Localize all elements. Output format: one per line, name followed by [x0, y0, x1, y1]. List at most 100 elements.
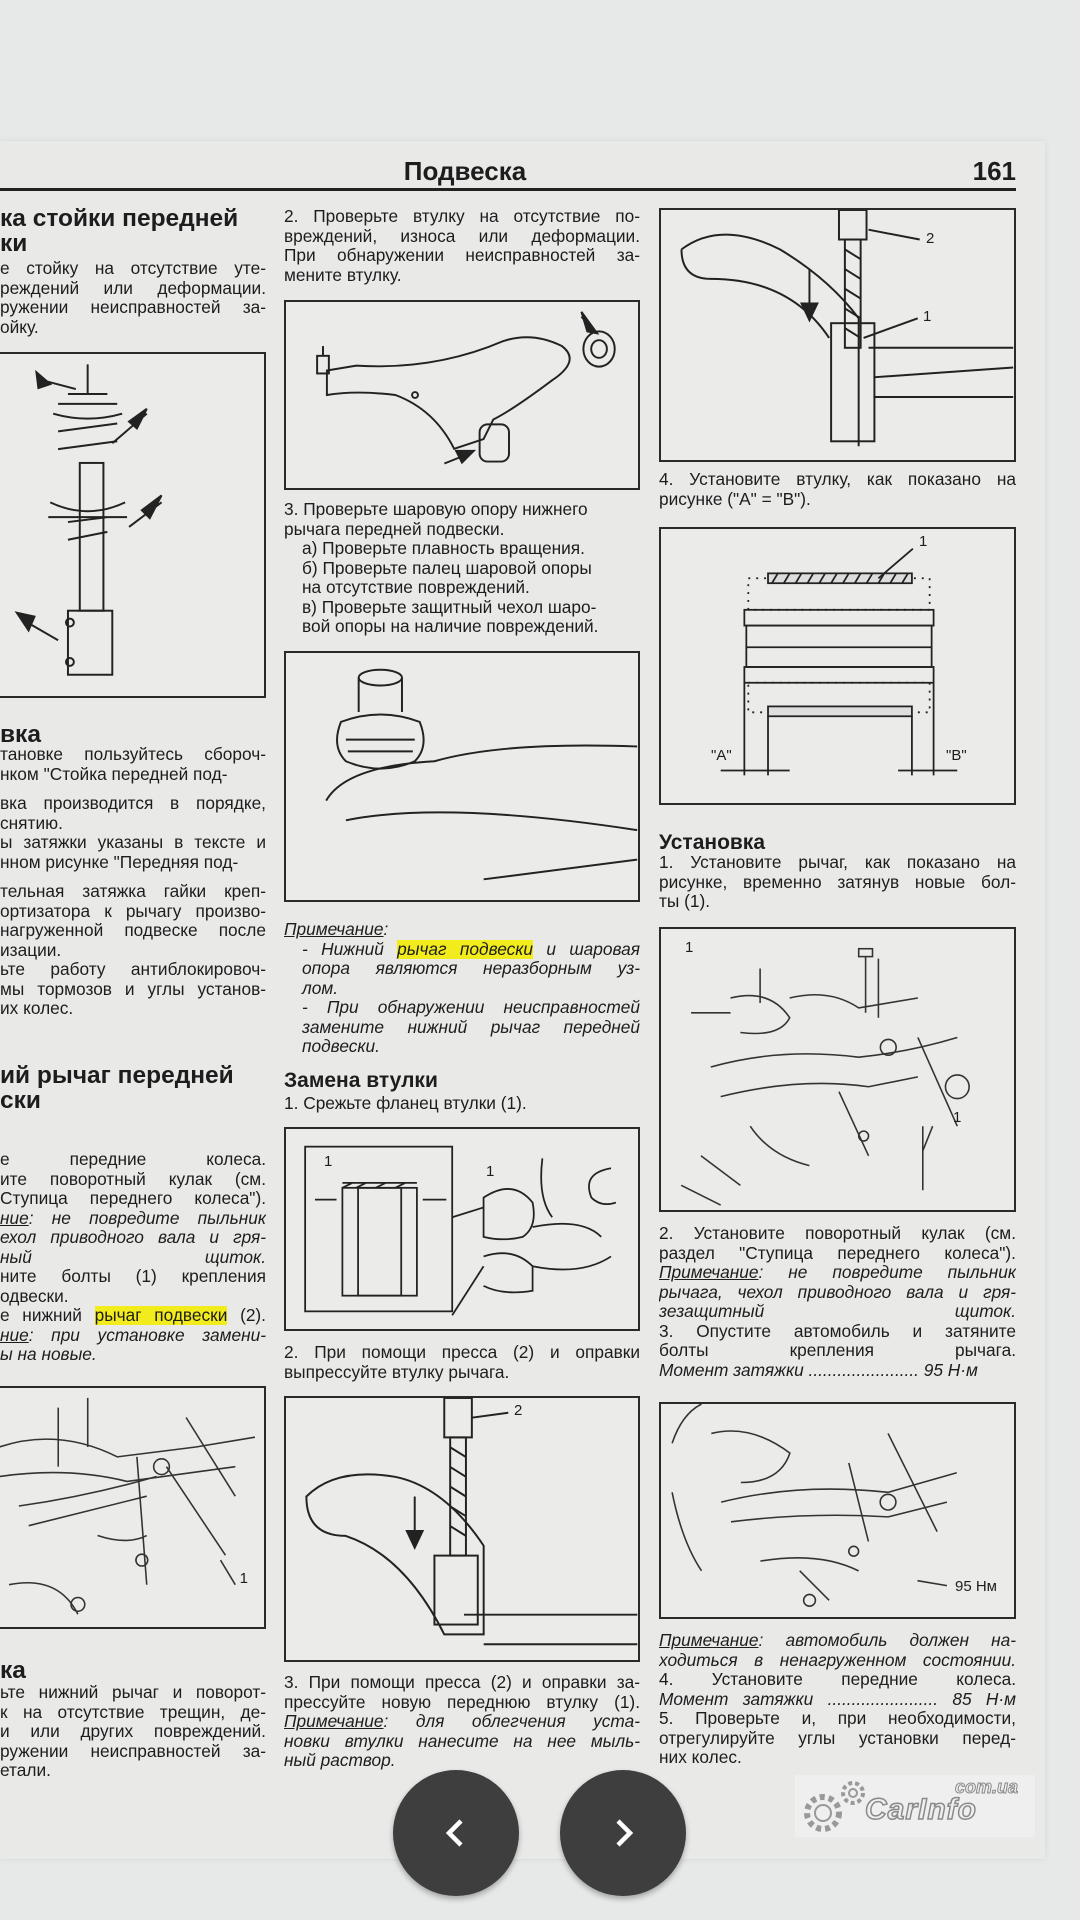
text-span: е нижний — [0, 1306, 95, 1325]
text-line: в) Проверьте защитный чехол шаро- — [284, 598, 640, 618]
text-line: ный щиток. — [0, 1248, 266, 1268]
logo-domain: com.ua — [954, 1777, 1019, 1798]
chevron-right-icon — [616, 1819, 634, 1847]
text-line: ты (1). — [659, 892, 711, 911]
text-span: Момент затяжки ....................... 8… — [659, 1689, 1016, 1709]
text-line: - При обнаружении неисправностей — [284, 998, 640, 1018]
text-line: мените втулку. — [284, 265, 402, 285]
text-line: 3. Проверьте шаровую опору нижнего — [284, 500, 588, 519]
previous-page-button[interactable] — [393, 1770, 519, 1896]
paragraph-step-2: 2. Проверьте втулку на отсутствие по-вре… — [284, 207, 640, 285]
highlighted-text: рычаг подвески — [94, 1306, 228, 1325]
text-line: ьте нижний рычаг и поворот- — [0, 1683, 266, 1702]
text-span: : не повредите пыльник — [28, 1208, 266, 1228]
text-span: ный раствор. — [284, 1751, 396, 1770]
text-span: новки втулки нанесите на нее мыль- — [284, 1731, 640, 1751]
text-line: раздел "Ступица переднего колеса"). — [659, 1243, 1016, 1263]
text-line: нком "Стойка передней под- — [0, 764, 228, 784]
text-line: снятию. — [0, 813, 63, 833]
text-line: ьте работу антиблокировоч- — [0, 960, 266, 979]
next-page-button[interactable] — [560, 1770, 686, 1896]
text-line: ы затяжки указаны в тексте и — [0, 833, 266, 852]
text-line: ние: при установке замени- — [0, 1326, 266, 1346]
text-line: 2. Проверьте втулку на отсутствие по- — [284, 207, 640, 226]
text-span: и шаровая — [533, 939, 640, 959]
text-span: : при установке замени- — [28, 1325, 266, 1345]
text-span: - При обнаружении неисправностей — [302, 998, 640, 1017]
text-line: ы на новые. — [0, 1345, 266, 1365]
text-line: ортизатора к рычагу произво- — [0, 901, 266, 921]
text-line: рычага передней подвески. — [284, 519, 505, 539]
highlighted-text: рычаг подвески — [397, 939, 534, 959]
page-number: 161 — [972, 156, 1016, 186]
text-span: (2). — [227, 1306, 266, 1325]
text-line: подвески. — [284, 1037, 640, 1057]
text-line: болты крепления рычага. — [659, 1341, 1016, 1360]
text-line: ий рычаг передней — [0, 1063, 234, 1088]
text-span: : — [383, 920, 389, 939]
text-line: ный раствор. — [284, 1751, 640, 1771]
text-line: замените нижний рычаг передней — [284, 1018, 640, 1038]
callout-label: 1 — [923, 308, 932, 325]
text-line: Момент затяжки ....................... 9… — [659, 1361, 1016, 1381]
text-line: новки втулки нанесите на нее мыль- — [284, 1732, 640, 1752]
text-line: нагруженной подвеске после — [0, 921, 266, 940]
text-line: е нижний рычаг подвески (2). — [0, 1306, 266, 1326]
callout-label: 1 — [685, 939, 694, 956]
text-line: ружении неисправностей за- — [0, 1741, 266, 1761]
note: Примечание:- Нижний рычаг подвески и шар… — [284, 920, 640, 1057]
text-line: рисунке ("A" = "B"). — [659, 489, 811, 509]
text-line: ние: не повредите пыльник — [0, 1209, 266, 1229]
paragraph-step-3: 3. При помощи пресса (2) и оправки за-пр… — [284, 1673, 640, 1771]
text-span: а) Проверьте плавность вращения. — [302, 539, 585, 558]
callout-label: 2 — [514, 1402, 523, 1419]
text-line: 3. При помощи пресса (2) и оправки за- — [284, 1673, 640, 1692]
figure-press-in: 2 1 — [659, 208, 1016, 462]
text-span: ехол приводного вала и гря- — [0, 1228, 266, 1247]
dimension-label-b: "B" — [946, 747, 967, 764]
text-line: изации. — [0, 940, 62, 960]
text-line: Примечание: для облегчения уста- — [284, 1712, 640, 1732]
text-span: ходиться в ненагруженном состоянии. — [659, 1650, 1016, 1670]
text-line: а) Проверьте плавность вращения. — [284, 539, 640, 559]
logo-brand: CarInfo — [864, 1792, 977, 1827]
text-line: ите поворотный кулак (см. — [0, 1169, 266, 1189]
text-line: 4. Установите передние колеса. — [659, 1670, 1016, 1689]
text-line: и или других повреждений. — [0, 1722, 266, 1741]
heading-check: ка — [0, 1658, 266, 1683]
text-span: : для облегчения уста- — [383, 1712, 640, 1731]
text-span: вой опоры на наличие повреждений. — [302, 617, 599, 636]
text-span: на отсутствие повреждений. — [302, 578, 530, 597]
torque-label: 95 Нм — [955, 1578, 997, 1595]
text-line: лом. — [284, 979, 640, 999]
callout-label: 1 — [324, 1153, 333, 1170]
text-span: рычага, чехол приводного вала и гря- — [659, 1282, 1016, 1302]
paragraph: тановке пользуйтесь сбороч-нком "Стойка … — [0, 745, 266, 1019]
text-line: ка — [0, 1658, 26, 1683]
text-line: ски — [0, 1088, 41, 1113]
text-span: Примечание — [659, 1631, 759, 1650]
paragraph-steps-4-5: Примечание: автомобиль должен на-ходитьс… — [659, 1631, 1016, 1768]
callout-label: 2 — [926, 230, 935, 247]
line-gap — [0, 784, 266, 794]
text-line: зезащитный щиток. — [659, 1302, 1016, 1322]
text-line: ойку. — [0, 317, 39, 337]
text-span: ние — [0, 1325, 29, 1345]
text-line: вреждений, износа или деформации. — [284, 226, 640, 246]
figure-ball-joint — [284, 651, 640, 902]
figure-torque-arm: 95 Нм — [659, 1402, 1016, 1619]
text-line: нном рисунке "Передняя под- — [0, 852, 239, 872]
paragraph: ьте нижний рычаг и поворот-к на отсутств… — [0, 1683, 266, 1781]
heading-installation: Установка — [659, 830, 1016, 855]
text-line: отрегулируйте углы установки перед- — [659, 1728, 1016, 1748]
figure-lower-arm-bushings — [284, 300, 640, 490]
dimension-label-a: "A" — [711, 747, 732, 764]
figure-install-arm: 1 1 — [659, 927, 1016, 1212]
text-span: : не повредите пыльник — [758, 1263, 1016, 1282]
callout-label: 1 — [239, 1570, 248, 1587]
figure-press-out: 2 — [284, 1396, 640, 1662]
paragraph: е стойку на отсутствие уте-реждений или … — [0, 259, 266, 337]
